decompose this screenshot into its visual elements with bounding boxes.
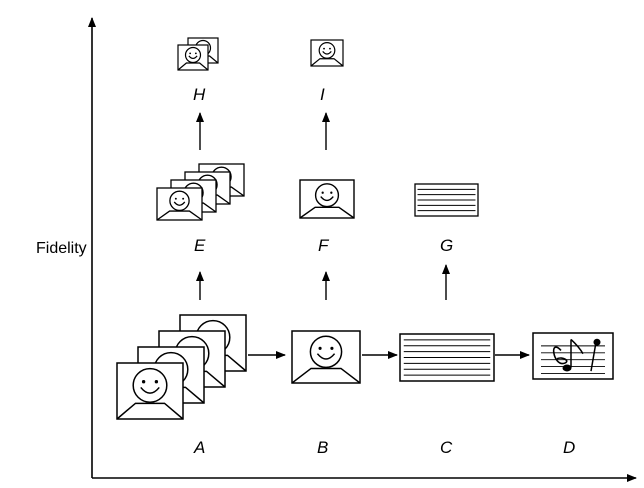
node-icons bbox=[116, 37, 614, 420]
audio-doc-icon-d bbox=[532, 332, 614, 380]
image-icon-f bbox=[299, 179, 355, 219]
image-icon-b bbox=[291, 330, 361, 384]
edges bbox=[196, 112, 530, 359]
label-d: D bbox=[563, 438, 575, 457]
label-b: B bbox=[317, 438, 328, 457]
label-i: I bbox=[320, 85, 325, 104]
text-doc-icon-c bbox=[399, 333, 495, 382]
axes: Fidelity bbox=[36, 17, 637, 482]
label-e: E bbox=[194, 236, 206, 255]
image-icon-i bbox=[310, 39, 344, 67]
y-axis-label: Fidelity bbox=[36, 240, 87, 257]
video-stack-icon-a bbox=[116, 314, 247, 420]
label-f: F bbox=[318, 236, 330, 255]
label-a: A bbox=[193, 438, 205, 457]
node-labels: A B C D E F G H I bbox=[193, 85, 575, 457]
text-doc-icon-g bbox=[414, 183, 479, 217]
label-g: G bbox=[440, 236, 453, 255]
label-h: H bbox=[193, 85, 206, 104]
video-stack-icon-h bbox=[177, 37, 219, 71]
label-c: C bbox=[440, 438, 453, 457]
video-stack-icon-e bbox=[156, 163, 245, 221]
